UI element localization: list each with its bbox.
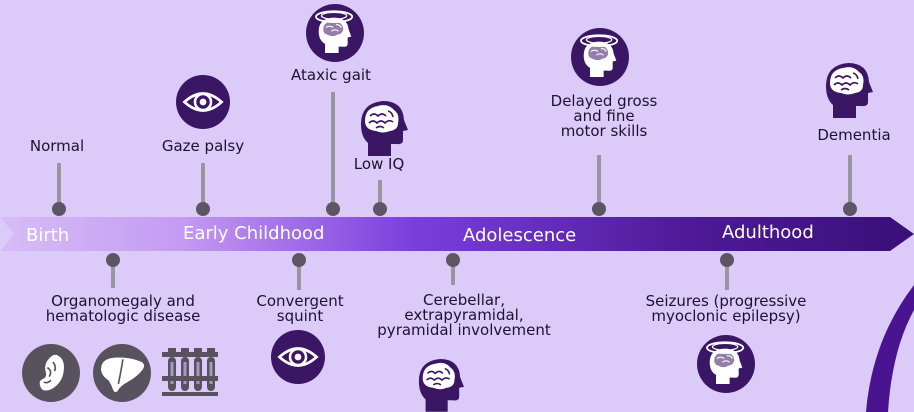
brain-dizzy-icon <box>306 4 364 62</box>
phase-adolescence: Adolescence <box>463 225 577 246</box>
event-delayed-motor: Delayed gross and fine motor skills <box>550 92 658 140</box>
brain-head-icon <box>418 358 464 412</box>
eye-icon <box>271 330 325 384</box>
test-tubes-icon <box>162 348 218 396</box>
dot-seizures <box>720 253 734 267</box>
event-gaze-palsy: Gaze palsy <box>161 137 245 155</box>
dot-delayed-motor <box>592 202 606 216</box>
spleen-icon <box>22 344 80 402</box>
event-dementia: Dementia <box>817 126 891 144</box>
dots-below <box>106 253 734 267</box>
event-low-iq: Low IQ <box>353 155 405 173</box>
event-seizures: Seizures (progressive myoclonic epilepsy… <box>645 292 807 325</box>
liver-icon <box>93 344 151 402</box>
decorative-swoosh <box>866 285 914 412</box>
dots-above <box>52 202 857 216</box>
event-ataxic-gait: Ataxic gait <box>291 66 371 84</box>
event-organomegaly: Organomegaly and hematologic disease <box>45 292 201 325</box>
dot-normal <box>52 202 66 216</box>
dot-low-iq <box>373 202 387 216</box>
dot-cerebellar <box>446 253 460 267</box>
phase-early-childhood: Early Childhood <box>183 223 325 244</box>
brain-head-icon <box>360 100 408 156</box>
event-cerebellar: Cerebellar, extrapyramidal, pyramidal in… <box>377 291 551 339</box>
event-convergent-squint: Convergent squint <box>256 292 344 325</box>
dot-convergent-squint <box>292 253 306 267</box>
phase-birth: Birth <box>26 225 70 246</box>
dot-organomegaly <box>106 253 120 267</box>
brain-head-icon <box>825 62 873 118</box>
dot-dementia <box>843 202 857 216</box>
stems-below <box>111 260 729 290</box>
eye-icon <box>176 75 230 129</box>
brain-dizzy-icon <box>697 335 755 393</box>
timeline-arrow <box>0 217 914 251</box>
brain-dizzy-icon <box>571 28 629 86</box>
phase-adulthood: Adulthood <box>722 222 814 243</box>
event-normal: Normal <box>29 137 85 155</box>
dot-ataxic-gait <box>326 202 340 216</box>
dot-gaze-palsy <box>196 202 210 216</box>
